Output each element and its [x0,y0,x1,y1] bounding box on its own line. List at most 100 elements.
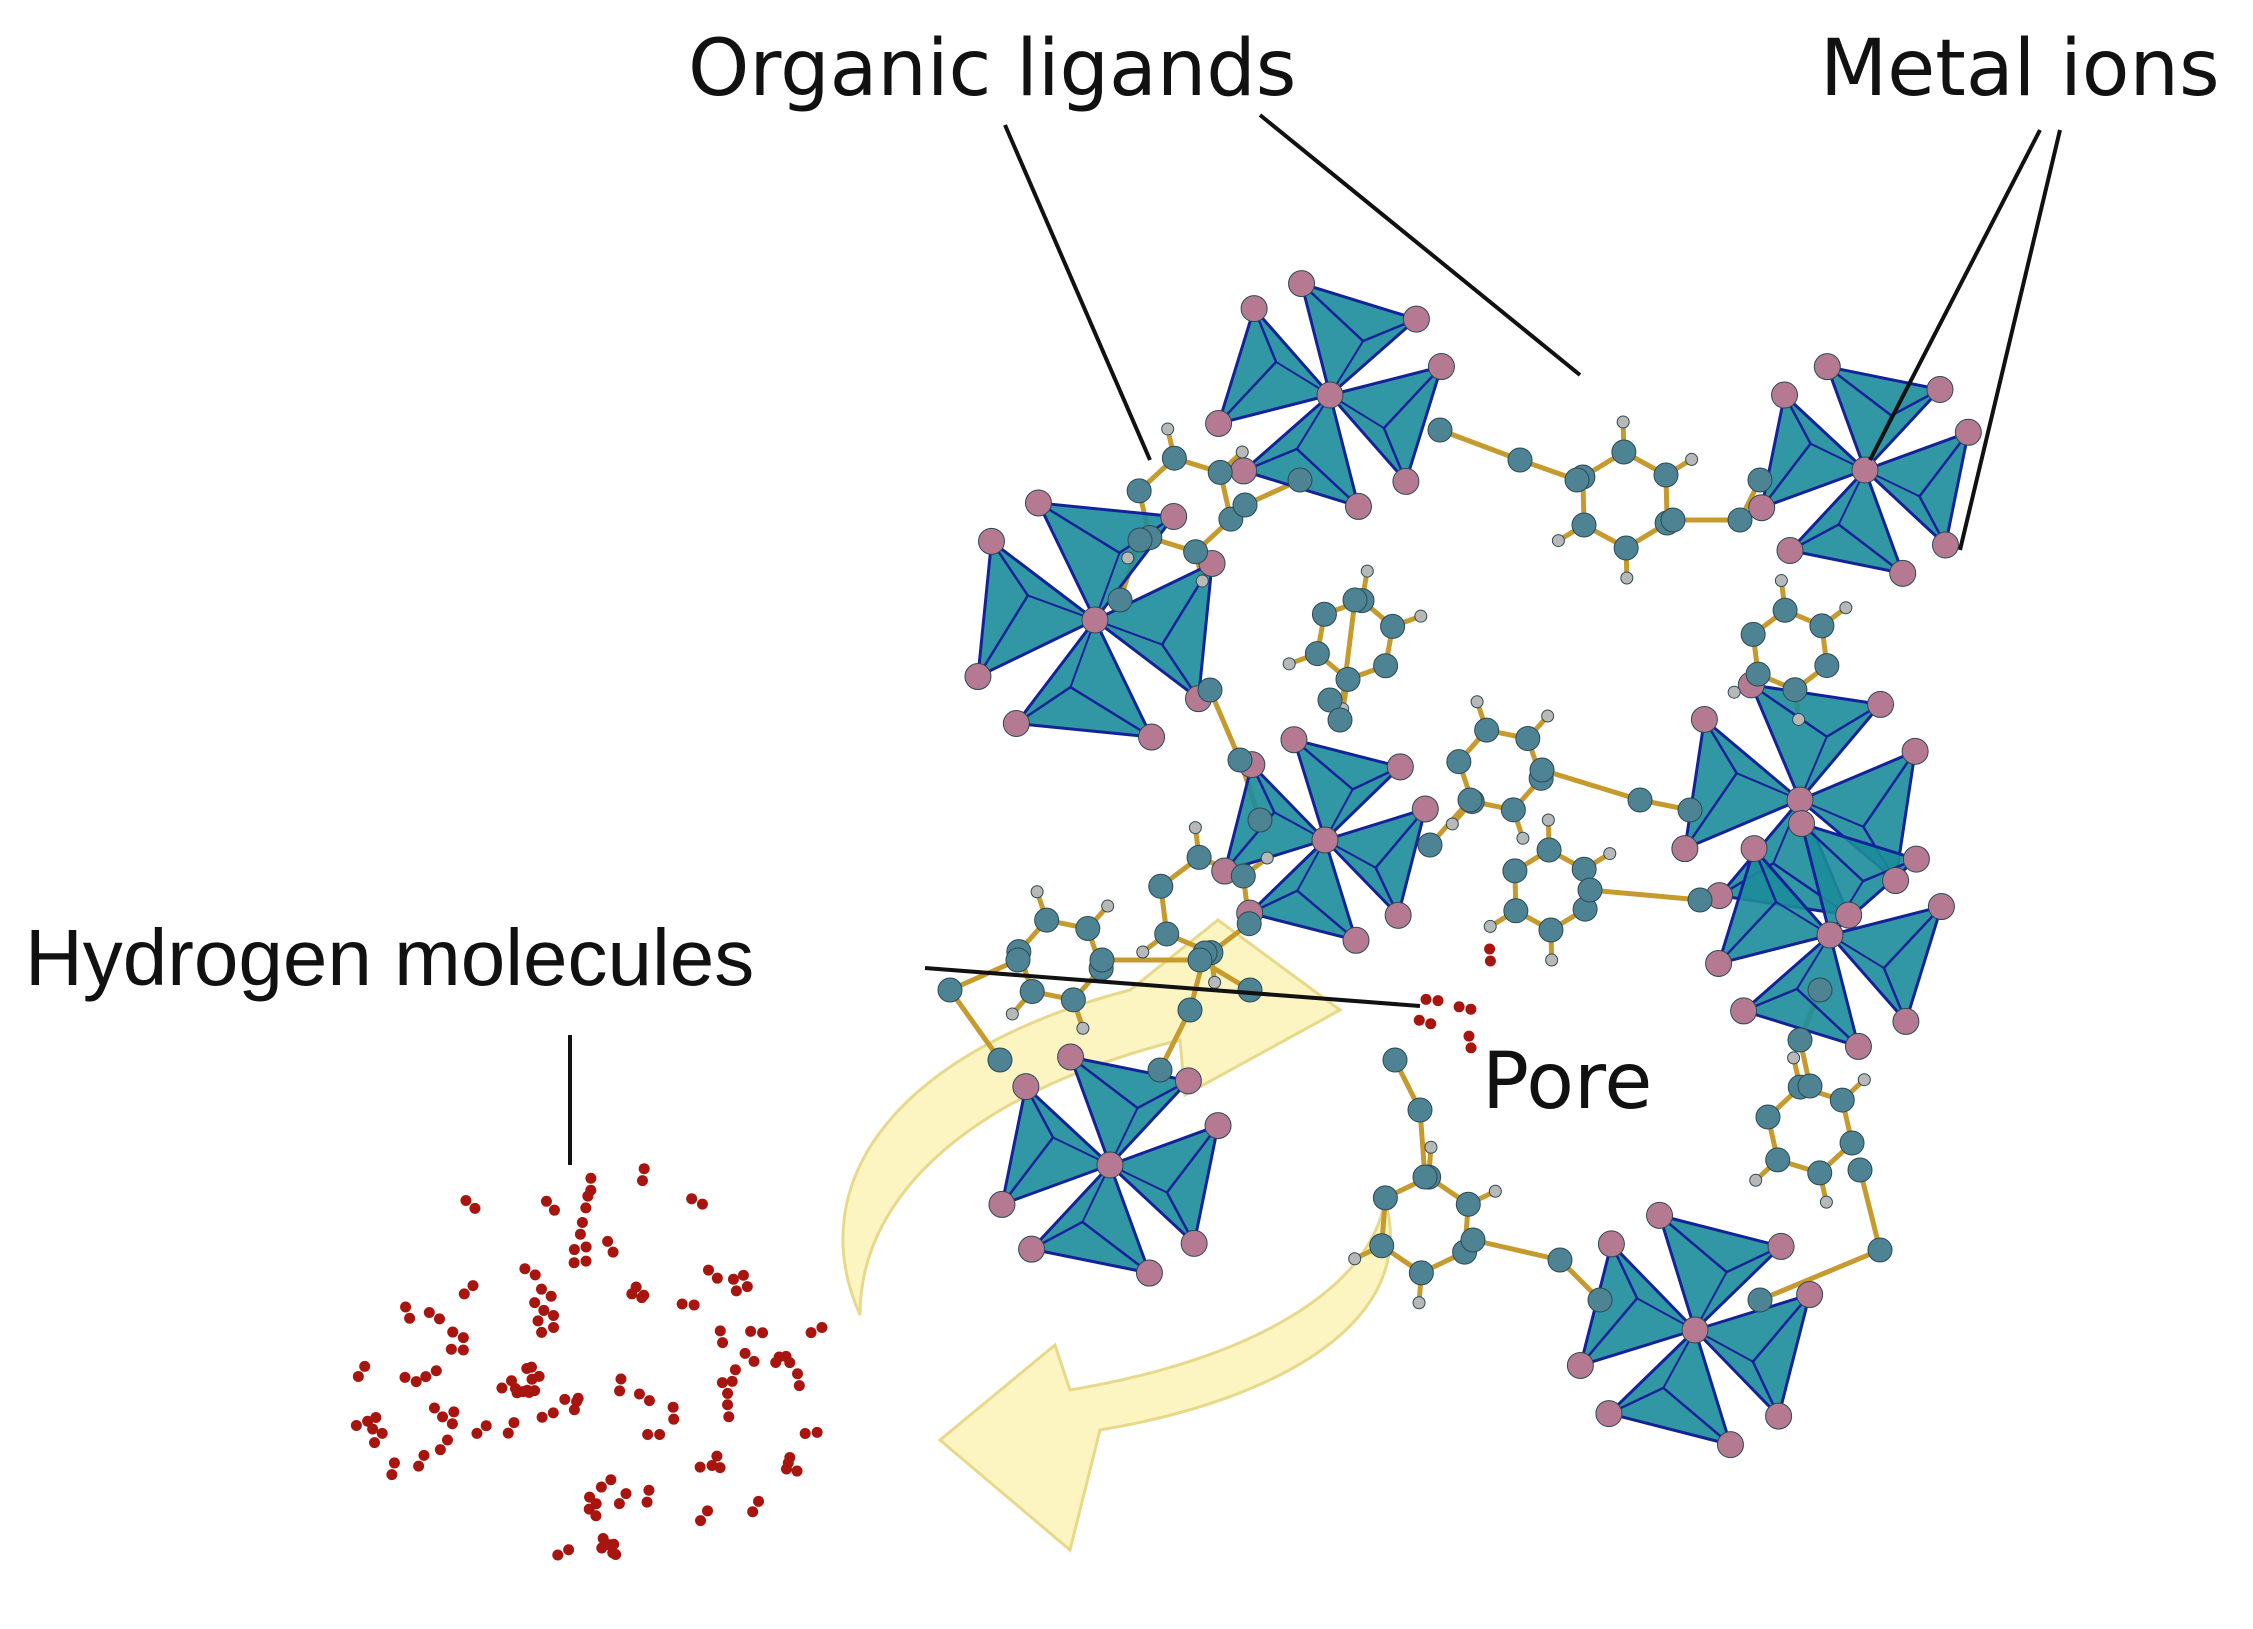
hydrogen-atom-h2 [747,1506,759,1518]
hydrogen-atom-h2 [686,1193,698,1205]
hydrogen-atom-h2 [420,1371,432,1383]
hydrogen-atom-h2 [548,1321,560,1333]
hydrogen-atom [1161,422,1175,436]
hydrogen-atom [1774,574,1788,588]
oxygen-atom [1411,795,1439,823]
hydrogen-atom-h2 [508,1417,520,1429]
hydrogen-atom-h2 [529,1385,541,1397]
hydrogen-atom-h2 [441,1434,453,1446]
carbon-atom [1547,1247,1573,1273]
carbon-atom [1814,653,1840,679]
hydrogen-atom-h2 [526,1373,538,1385]
hydrogen-atom-h2 [423,1307,435,1319]
hydrogen-atom-h2 [630,1281,642,1293]
oxygen-atom [1160,503,1188,531]
carbon-atom [1373,653,1399,679]
carbon-atom [1127,527,1153,553]
oxygen-atom [964,663,992,691]
hydrogen-atom-h2 [757,1327,769,1339]
hydrogen-atom-h2 [386,1469,398,1481]
hydrogen-atom-h2 [532,1315,544,1327]
hydrogen-atom-h2 [434,1444,446,1456]
hydrogen-atom [1412,1296,1426,1310]
hydrogen-atom-h2 [729,1364,741,1376]
carbon-atom [1207,459,1233,485]
carbon-atom [1577,877,1603,903]
carbon-atom [1304,641,1330,667]
hydrogen-atom-h2 [714,1325,726,1337]
oxygen-atom [1844,1032,1872,1060]
oxygen-atom [1205,409,1233,437]
hydrogen-atom-h2 [667,1401,679,1413]
hydrogen-atom-h2 [447,1326,459,1338]
hydrogen-atom [1470,695,1484,709]
carbon-atom [1335,666,1361,692]
hydrogen-atom-h2 [517,1386,529,1398]
carbon-atom [1571,856,1597,882]
oxygen-atom [1765,1402,1793,1430]
carbon-atom [1745,661,1771,687]
hydrogen-atom-h2 [695,1515,707,1527]
oxygen-atom [1867,690,1895,718]
hydrogen-atom-h2 [1463,1030,1475,1042]
oxygen-atom [1427,353,1455,381]
hydrogen-atom-h2 [1413,1014,1425,1026]
carbon-atom [1727,507,1753,533]
hydrogen-atom-h2 [792,1368,804,1380]
hydrogen-atom [1076,1021,1090,1035]
hydrogen-atom-h2 [457,1344,469,1356]
hydrogen-atom-h2 [793,1380,805,1392]
carbon-atom [1613,535,1639,561]
hydrogen-atom-h2 [613,1498,625,1510]
hydrogen-molecule-cloud [350,943,1496,1561]
carbon-atom [1747,1287,1773,1313]
carbon-atom [1372,1185,1398,1211]
hydrogen-atom-h2 [428,1402,440,1414]
oxygen-atom [1671,835,1699,863]
hydrogen-atom-h2 [784,1357,796,1369]
oxygen-atom [1024,489,1052,517]
hydrogen-atom-h2 [430,1365,442,1377]
hydrogen-atom-h2 [469,1202,481,1214]
carbon-atom [1507,447,1533,473]
metal-tetrahedron [1749,683,1883,802]
carbon-atom [1317,687,1343,713]
hydrogen-atom-h2 [359,1360,371,1372]
oxygen-atom [988,1190,1016,1218]
carbon-atom [1237,977,1263,1003]
hydrogen-atom-h2 [496,1382,508,1394]
oxygen-atom [1902,845,1930,873]
oxygen-atom [1776,536,1804,564]
hydrogen-atom-h2 [502,1427,514,1439]
label-pore: Pore [1482,1037,1652,1127]
hydrogen-atom-h2 [737,1269,749,1281]
oxygen-atom [1926,376,1954,404]
hydrogen-atom-h2 [739,1347,751,1359]
hydrogen-atom-h2 [536,1411,548,1423]
metal-tetrahedron [1069,1055,1190,1167]
oxygen-atom [1386,753,1414,781]
ligand-atoms [937,270,1982,1459]
metal-tetrahedron [1788,468,1905,575]
carbon-atom [1075,916,1101,942]
hydrogen-atom-h2 [1484,955,1496,967]
oxygen-atom [1771,381,1799,409]
carbon-atom [1457,787,1483,813]
oxygen-atom [1180,1229,1208,1257]
hydrogen-atom-h2 [643,1484,655,1496]
carbon-atom [1740,621,1766,647]
hydrogen-atom-h2 [610,1549,622,1561]
bond [1757,1247,1883,1303]
hydrogen-atom [1488,1184,1502,1198]
carbon-atom [1232,492,1258,518]
carbon-atom [1755,1104,1781,1130]
carbon-atom [1529,757,1555,783]
hydrogen-atom-h2 [614,1385,626,1397]
carbon-atom [1660,507,1686,533]
oxygen-atom [1690,705,1718,733]
oxygen-atom [1280,726,1308,754]
bond [947,987,1003,1063]
hydrogen-atom [1727,685,1741,699]
